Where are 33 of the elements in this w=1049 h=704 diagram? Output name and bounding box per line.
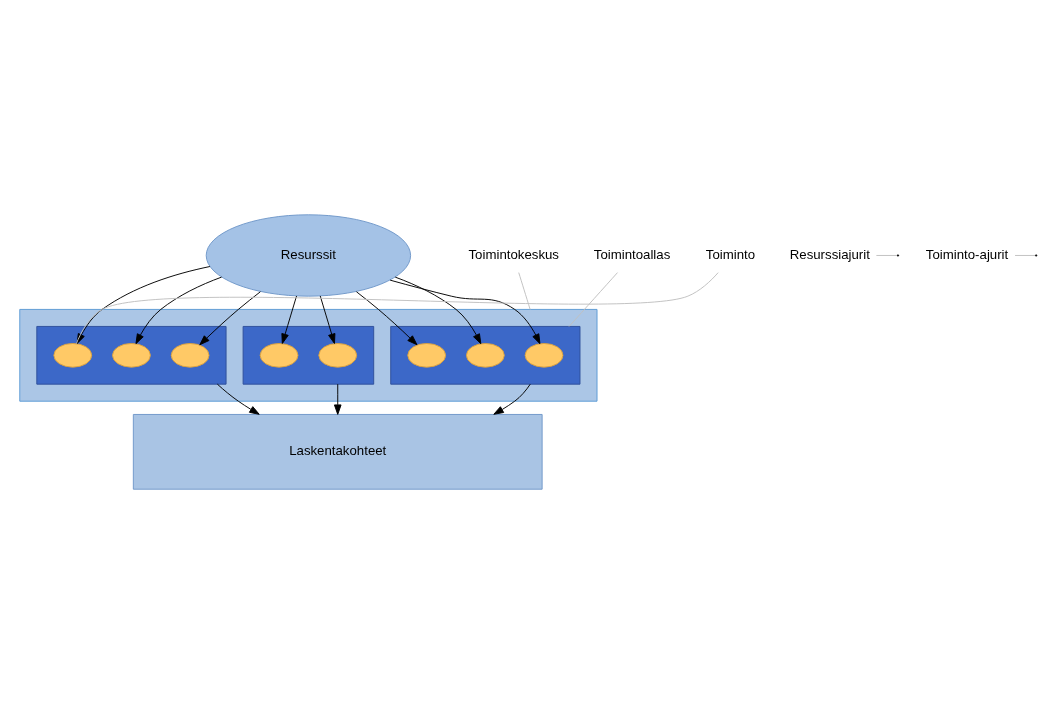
connector — [875, 255, 898, 256]
node-circle — [259, 343, 299, 368]
cluster — [19, 308, 598, 402]
node-circle — [524, 343, 564, 368]
arrow — [355, 291, 418, 346]
node-text: Toimintoallas — [593, 246, 671, 262]
arrow — [199, 291, 261, 346]
connector — [568, 272, 618, 327]
arrow — [493, 383, 531, 415]
arrow — [389, 279, 541, 345]
node-box: Laskentakohteet — [132, 414, 543, 490]
node-circle — [465, 343, 505, 368]
arrow — [319, 295, 336, 344]
node-circle — [53, 343, 93, 368]
arrow — [216, 383, 260, 415]
node-circle — [318, 343, 358, 368]
node-circle — [112, 343, 151, 368]
node-ellipse: Resurssit — [205, 214, 412, 297]
node-text: Toiminto-ajurit — [925, 246, 1009, 262]
cluster — [36, 325, 227, 385]
arrow — [333, 383, 342, 415]
arrow — [135, 276, 223, 345]
connector — [518, 272, 531, 310]
node-text: Toiminto — [705, 246, 756, 262]
node-circle — [170, 343, 210, 368]
node-circle — [407, 343, 447, 368]
connector — [1014, 255, 1036, 256]
arrow — [281, 295, 298, 344]
arrow — [394, 276, 482, 345]
cluster — [390, 325, 581, 385]
node-text: Toimintokeskus — [468, 246, 559, 262]
cluster — [242, 325, 375, 385]
node-text: Resurssiajurit — [789, 246, 870, 262]
